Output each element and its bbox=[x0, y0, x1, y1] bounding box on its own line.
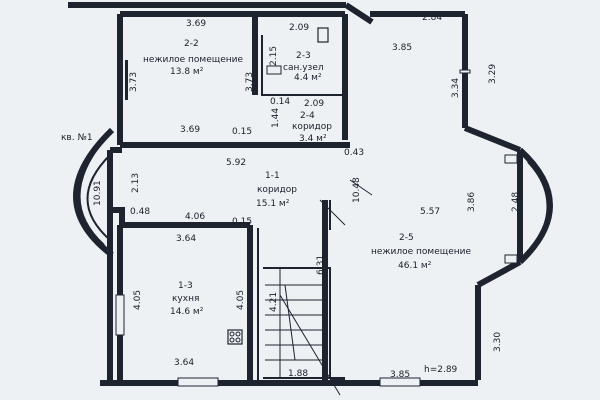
room-1-3-name: кухня bbox=[172, 294, 199, 304]
room-2-4-name: коридор bbox=[292, 122, 332, 132]
dim-kitchen-in-top: 3.64 bbox=[176, 234, 196, 244]
room-2-5-name: нежилое помещение bbox=[371, 247, 472, 257]
dim-334: 3.34 bbox=[451, 78, 461, 98]
dim-2-3-bottom: 2.09 bbox=[304, 99, 324, 109]
dim-048: 0.48 bbox=[130, 207, 150, 217]
room-2-2-name: нежилое помещение bbox=[143, 55, 244, 65]
room-2-5-id: 2-5 bbox=[399, 233, 414, 243]
staircase bbox=[265, 268, 341, 396]
dim-015-a: 0.15 bbox=[232, 127, 252, 137]
dim-2-3-r: 2.15 bbox=[269, 46, 279, 66]
dim-385: 3.85 bbox=[390, 370, 410, 380]
windows bbox=[115, 60, 518, 387]
walls bbox=[68, 2, 523, 386]
dimensions: 3.69 2.09 2.84 3.73 3.73 3.69 2.15 0.14 … bbox=[93, 13, 521, 380]
dim-kitchen-l: 4.05 bbox=[133, 290, 143, 310]
room-2-3-id: 2-3 bbox=[296, 51, 311, 61]
room-1-1-id: 1-1 bbox=[265, 171, 280, 181]
dim-144: 1.44 bbox=[271, 108, 281, 128]
dim-329: 3.29 bbox=[488, 64, 498, 84]
room-2-2-area: 13.8 м² bbox=[170, 67, 204, 77]
room-1-1-name: коридор bbox=[257, 185, 297, 195]
ceiling-height: h=2.89 bbox=[424, 365, 458, 375]
room-1-1-area: 15.1 м² bbox=[256, 199, 290, 209]
dim-2-2-left: 3.73 bbox=[129, 72, 139, 92]
dim-1048: 10.48 bbox=[352, 177, 362, 203]
stove-icon bbox=[227, 329, 243, 345]
bay-window-right bbox=[517, 147, 553, 265]
dim-stair-in: 4.21 bbox=[269, 292, 279, 312]
dim-014: 0.14 bbox=[270, 97, 290, 107]
room-2-2-id: 2-2 bbox=[184, 39, 199, 49]
dim-top-2-3: 2.09 bbox=[289, 23, 309, 33]
dim-631: 6.31 bbox=[316, 255, 326, 275]
dim-2-2-bottom: 3.69 bbox=[180, 125, 200, 135]
dim-2-2-inner: 3.73 bbox=[245, 72, 255, 92]
fixtures bbox=[227, 27, 329, 345]
dim-kitchen-r: 4.05 bbox=[236, 290, 246, 310]
dim-248: 2.48 bbox=[511, 192, 521, 212]
dim-top-right: 2.84 bbox=[422, 13, 442, 23]
dim-386: 3.86 bbox=[467, 192, 477, 212]
room-2-3-name: сан.узел bbox=[283, 63, 324, 73]
dim-top-2-2: 3.69 bbox=[186, 19, 206, 29]
dim-043: 0.43 bbox=[344, 148, 364, 158]
room-2-4-id: 2-4 bbox=[300, 111, 315, 121]
dim-557: 5.57 bbox=[420, 207, 440, 217]
dim-stair-w: 1.88 bbox=[288, 369, 308, 379]
apartment-label: кв. №1 bbox=[61, 133, 93, 143]
room-1-3-id: 1-3 bbox=[178, 281, 193, 291]
dim-213: 2.13 bbox=[131, 173, 141, 193]
room-1-3-area: 14.6 м² bbox=[170, 307, 204, 317]
dim-corridor-w: 5.92 bbox=[226, 158, 246, 168]
dim-1091: 10.91 bbox=[93, 180, 103, 206]
dim-top-2-5: 3.85 bbox=[392, 43, 412, 53]
dim-kitchen-bottom: 3.64 bbox=[174, 358, 194, 368]
dim-330: 3.30 bbox=[493, 332, 503, 352]
room-labels: 2-2 нежилое помещение 13.8 м² 2-3 сан.уз… bbox=[61, 39, 472, 375]
room-2-5-area: 46.1 м² bbox=[398, 261, 432, 271]
dim-015-b: 0.15 bbox=[232, 217, 252, 227]
toilet-icon bbox=[317, 27, 329, 43]
room-2-3-area: 4.4 м² bbox=[294, 73, 322, 83]
balcony-left bbox=[73, 127, 115, 258]
room-2-4-area: 3.4 м² bbox=[299, 134, 327, 144]
dim-kitchen-top: 4.06 bbox=[185, 212, 205, 222]
